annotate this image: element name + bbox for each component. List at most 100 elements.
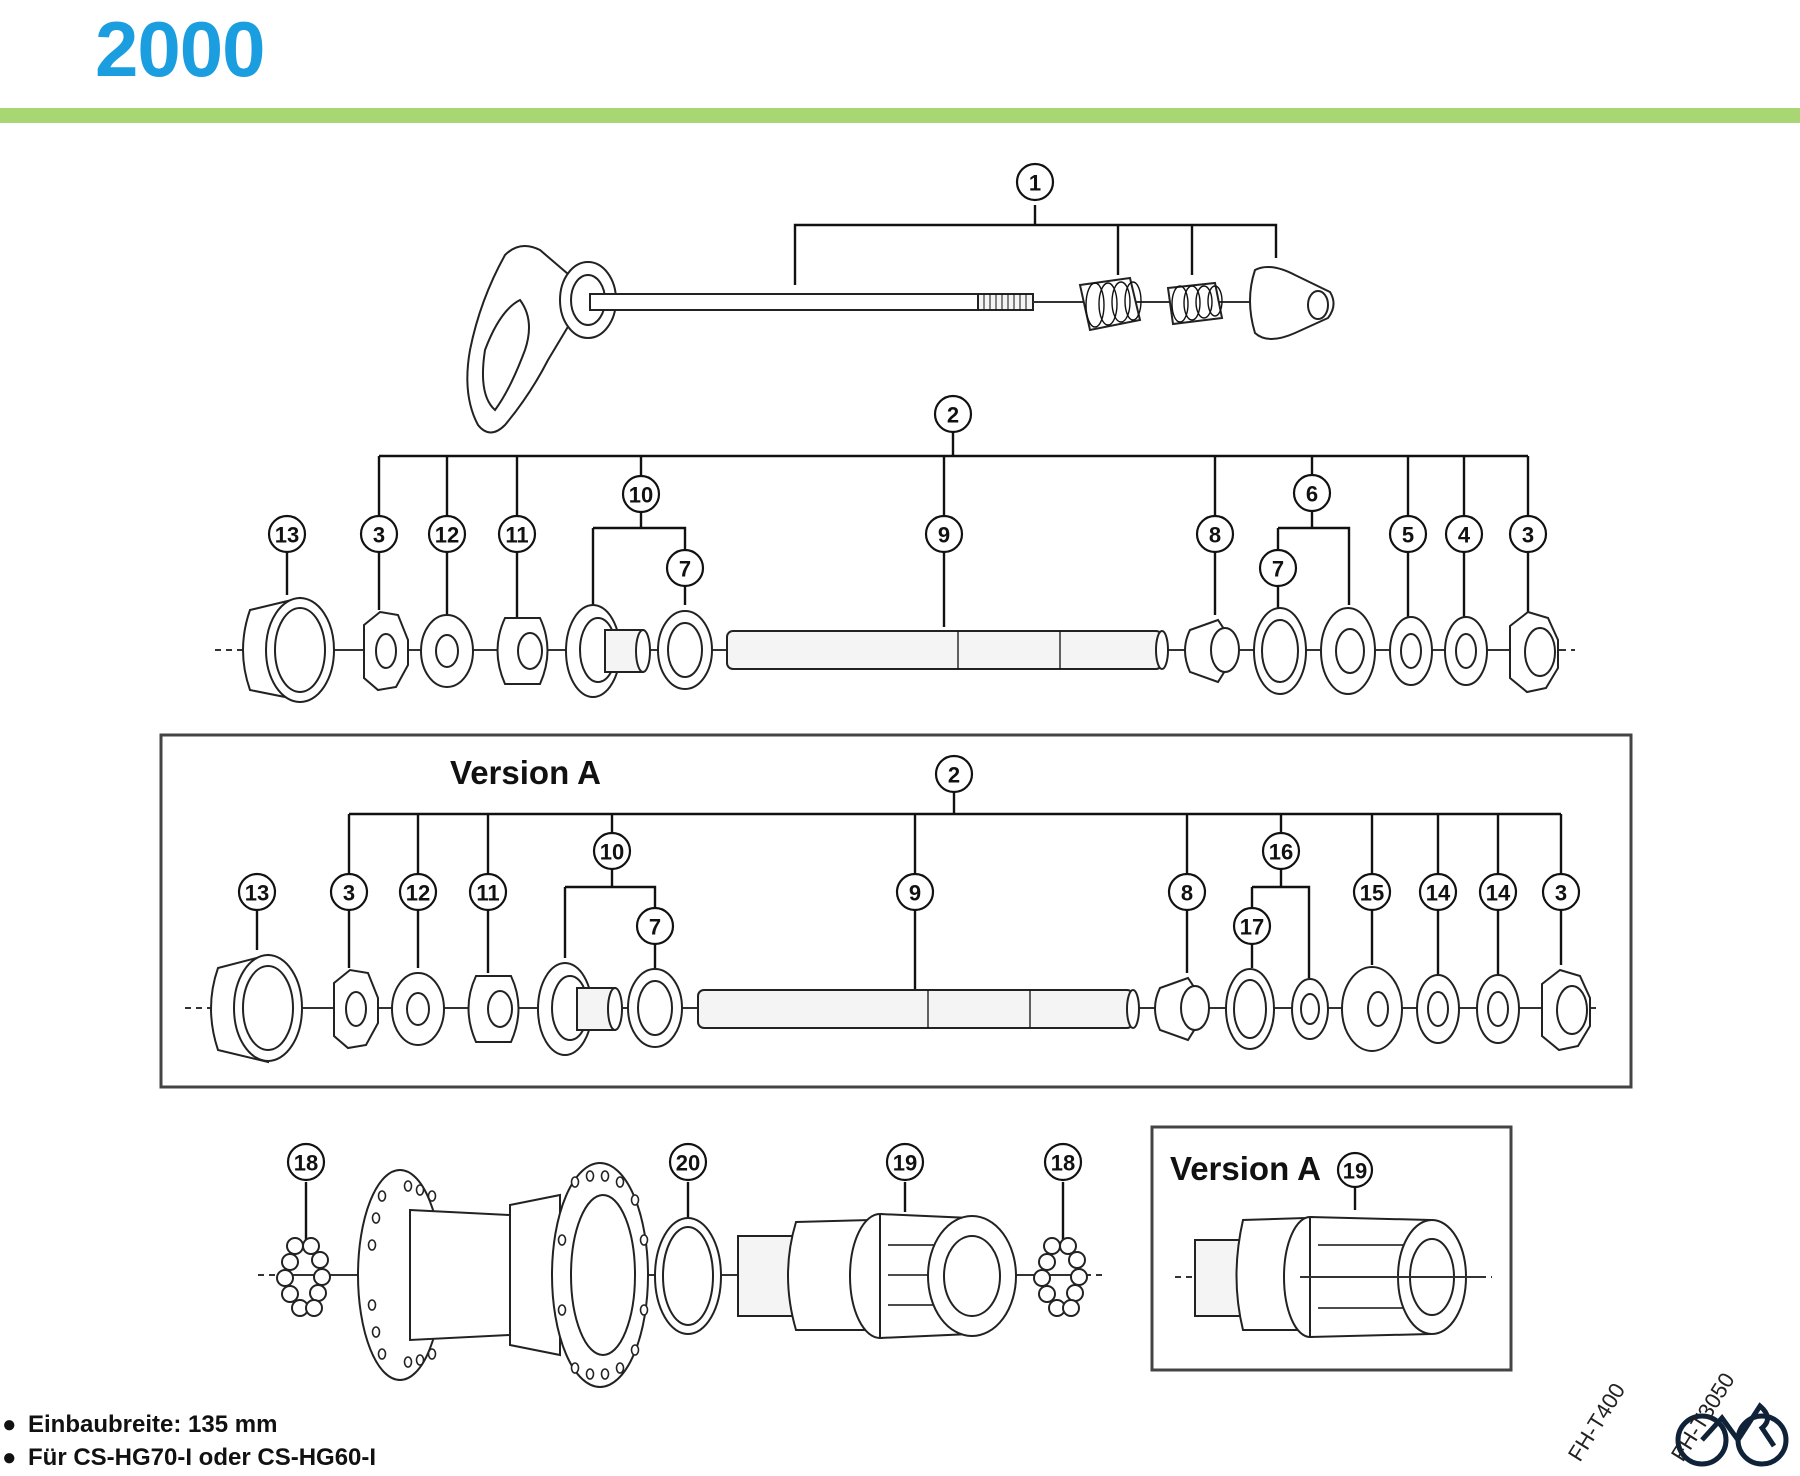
callout-19: 19 xyxy=(1336,1151,1374,1189)
callout-2: 2 xyxy=(933,394,973,434)
hub-barrel xyxy=(409,1208,511,1342)
callout-5: 5 xyxy=(1388,514,1428,554)
hub-leaders xyxy=(304,1182,1065,1240)
svg-text:7: 7 xyxy=(1272,557,1284,582)
version-a-label: Version A xyxy=(450,754,601,791)
svg-text:20: 20 xyxy=(676,1151,700,1176)
ball-bearings-right xyxy=(1033,1237,1088,1317)
callout-11: 11 xyxy=(497,514,537,554)
svg-text:18: 18 xyxy=(1051,1151,1075,1176)
axle-bracket xyxy=(377,432,1530,516)
svg-text:12: 12 xyxy=(435,523,459,548)
callout-14: 14 xyxy=(1478,872,1518,912)
callout-18: 18 xyxy=(286,1142,326,1182)
svg-text:5: 5 xyxy=(1402,523,1414,548)
freehub-collar xyxy=(787,1218,871,1331)
callout-7: 7 xyxy=(1258,548,1298,588)
callout-7: 7 xyxy=(635,906,675,946)
version-a-seal-bracket xyxy=(1250,869,1311,978)
seal-bracket xyxy=(1276,511,1351,605)
version-a-freehub-label: Version A xyxy=(1170,1150,1321,1187)
svg-text:11: 11 xyxy=(505,523,528,548)
callout-8: 8 xyxy=(1167,872,1207,912)
callout-12: 12 xyxy=(398,872,438,912)
svg-text:8: 8 xyxy=(1181,881,1193,906)
svg-text:2: 2 xyxy=(948,763,960,788)
svg-text:19: 19 xyxy=(893,1151,917,1176)
cone-bracket xyxy=(591,511,687,605)
callout-3: 3 xyxy=(359,514,399,554)
svg-text:4: 4 xyxy=(1458,523,1471,548)
note-item: ●Einbaubreite: 135 mm xyxy=(2,1411,278,1438)
callout-10: 10 xyxy=(621,474,661,514)
callout-20: 20 xyxy=(668,1142,708,1182)
svg-text:1: 1 xyxy=(1029,171,1041,196)
lever-inset xyxy=(482,298,530,412)
callout-13: 13 xyxy=(237,872,277,912)
hub-body-group: 18 20 19 18 xyxy=(258,1142,1105,1388)
callout-1: 1 xyxy=(1015,162,1055,202)
svg-text:3: 3 xyxy=(1522,523,1534,548)
version-a-bracket xyxy=(347,792,1563,874)
svg-text:13: 13 xyxy=(275,523,299,548)
callout-7: 7 xyxy=(665,548,705,588)
svg-text:3: 3 xyxy=(343,881,355,906)
callout-3: 3 xyxy=(329,872,369,912)
callout-12: 12 xyxy=(427,514,467,554)
page-title: 2000 xyxy=(95,5,266,93)
callout-9: 9 xyxy=(895,872,935,912)
svg-text:10: 10 xyxy=(629,483,653,508)
callout-11: 11 xyxy=(468,872,508,912)
callout-bracket xyxy=(793,205,1278,285)
version-a-frame xyxy=(159,733,1633,1089)
svg-text:9: 9 xyxy=(938,523,950,548)
callout-3: 3 xyxy=(1541,872,1581,912)
svg-text:3: 3 xyxy=(373,523,385,548)
svg-text:12: 12 xyxy=(406,881,430,906)
svg-text:10: 10 xyxy=(600,840,624,865)
svg-text:16: 16 xyxy=(1269,840,1293,865)
svg-text:2: 2 xyxy=(947,403,959,428)
notes-list: ●Einbaubreite: 135 mm ●Für CS-HG70-I ode… xyxy=(2,1408,376,1474)
svg-text:9: 9 xyxy=(909,881,921,906)
skewer-rod xyxy=(589,293,981,311)
hub-clutch-body xyxy=(509,1193,561,1357)
callout-8: 8 xyxy=(1195,514,1235,554)
version-a-cone-bracket xyxy=(563,869,657,958)
callout-19: 19 xyxy=(885,1142,925,1182)
nut-hole xyxy=(1307,290,1329,320)
svg-text:3: 3 xyxy=(1555,881,1567,906)
svg-text:6: 6 xyxy=(1306,482,1318,507)
svg-text:7: 7 xyxy=(679,557,691,582)
ball-bearings-left xyxy=(276,1237,331,1317)
callout-13: 13 xyxy=(267,514,307,554)
svg-text:13: 13 xyxy=(245,881,269,906)
callout-14: 14 xyxy=(1418,872,1458,912)
callout-2: 2 xyxy=(934,754,974,794)
callout-17: 17 xyxy=(1232,906,1272,946)
version-a-axle-box: Version A 2 13 3 12 xyxy=(159,733,1633,1089)
leader-lines xyxy=(285,552,1530,627)
bike-logo-icon xyxy=(1675,1402,1789,1467)
quick-release-group: 1 xyxy=(466,162,1335,434)
svg-text:14: 14 xyxy=(1426,881,1451,906)
hub-axle xyxy=(726,630,1163,670)
callout-15: 15 xyxy=(1352,872,1392,912)
callout-6: 6 xyxy=(1292,473,1332,513)
svg-text:8: 8 xyxy=(1209,523,1221,548)
callout-18: 18 xyxy=(1043,1142,1083,1182)
skewer-thread xyxy=(977,293,1034,311)
version-a-freehub-box: Version A 19 xyxy=(1150,1125,1513,1372)
svg-text:15: 15 xyxy=(1360,881,1384,906)
callout-10: 10 xyxy=(592,831,632,871)
header-divider xyxy=(0,108,1800,123)
svg-text:17: 17 xyxy=(1240,915,1264,940)
callout-16: 16 xyxy=(1261,831,1301,871)
svg-text:11: 11 xyxy=(476,881,499,906)
version-a-freehub-frame xyxy=(1150,1125,1513,1372)
version-a-leaders xyxy=(255,910,1563,990)
adjusting-nut xyxy=(1249,265,1335,340)
svg-text:14: 14 xyxy=(1486,881,1511,906)
svg-text:18: 18 xyxy=(294,1151,318,1176)
